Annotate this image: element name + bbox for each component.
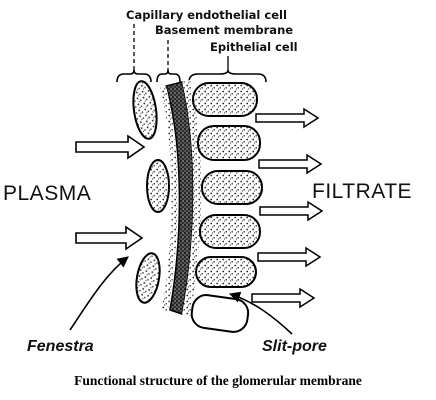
slit-pore-pointer — [228, 291, 293, 335]
filtrate-outflow-arrow — [258, 153, 323, 175]
plasma-label: PLASMA — [3, 182, 91, 205]
fenestra-pointer — [69, 256, 129, 331]
epithelial-cell — [199, 214, 261, 249]
filtrate-outflow-arrow — [251, 287, 316, 309]
epithelial-cell — [190, 294, 250, 333]
endothelial-cell — [132, 80, 158, 140]
epithelial-cell-label: Epithelial cell — [210, 40, 298, 54]
plasma-inflow-arrow — [75, 225, 144, 251]
lamina-rara-externa — [182, 80, 202, 316]
endothelial-brace — [116, 69, 152, 83]
lamina-rara-interna — [160, 86, 178, 312]
filtrate-label: FILTRATE — [312, 180, 412, 203]
capillary-endothelial-cell-label: Capillary endothelial cell — [126, 8, 287, 22]
basement-brace — [156, 69, 181, 83]
epithelial-cell — [197, 125, 261, 161]
filtrate-outflow-arrow — [255, 107, 320, 129]
slit-pore-label: Slit-pore — [262, 338, 327, 355]
endothelial-cell — [146, 159, 170, 213]
filtrate-outflow-arrow — [257, 246, 322, 268]
epithelial-brace — [188, 69, 267, 83]
basement-membrane-label: Basement membrane — [155, 23, 293, 37]
fenestra-label: Fenestra — [27, 338, 94, 355]
epithelial-cell — [201, 170, 263, 205]
epithelial-cell — [195, 256, 257, 288]
figure-caption: Functional structure of the glomerular m… — [74, 373, 362, 388]
plasma-inflow-arrow — [75, 134, 146, 160]
filtrate-outflow-arrow — [259, 200, 324, 222]
epithelial-cell — [192, 82, 258, 117]
endothelial-cell — [135, 252, 161, 304]
